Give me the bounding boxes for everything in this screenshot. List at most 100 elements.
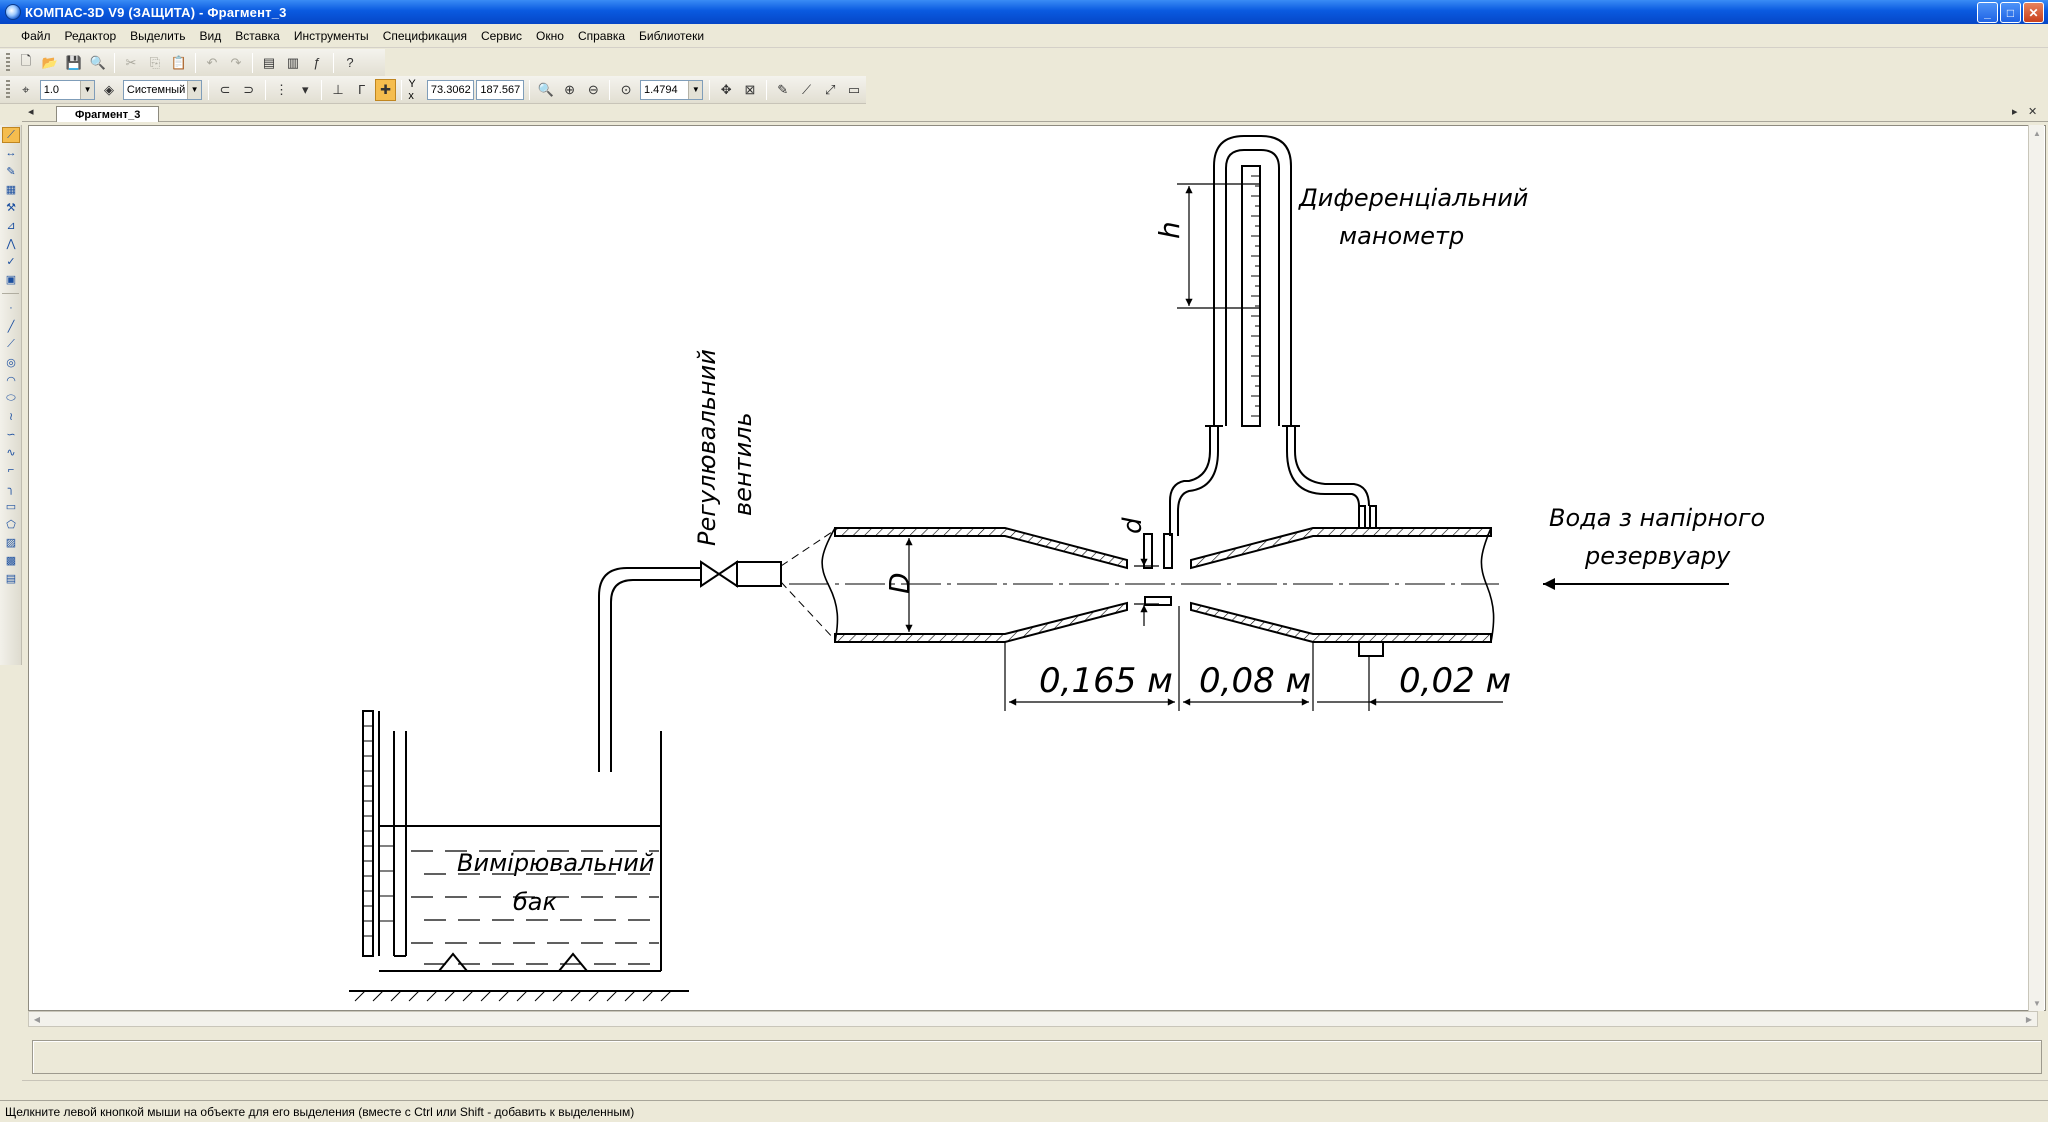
panel-strip xyxy=(22,1080,2048,1098)
save-icon[interactable]: 💾 xyxy=(65,54,83,70)
report-panel-icon[interactable]: ▣ xyxy=(5,273,17,286)
zoom-out-icon[interactable]: ⊖ xyxy=(587,81,599,97)
water-source-label-line2: резервуару xyxy=(1584,542,1731,570)
point-icon[interactable]: · xyxy=(9,302,13,314)
zoom-scale-icon[interactable]: ⊙ xyxy=(620,81,632,97)
parametrization-panel-icon[interactable]: ⚒ xyxy=(6,201,16,214)
arc-icon[interactable]: ◠ xyxy=(6,374,16,387)
new-document-icon[interactable]: 🗋 xyxy=(20,52,32,68)
toolbar-grip[interactable] xyxy=(6,52,10,73)
undo-icon[interactable]: ↶ xyxy=(206,54,218,70)
measure-panel-icon[interactable]: ⊿ xyxy=(6,219,16,232)
equidistant-icon[interactable]: ▩ xyxy=(5,554,17,567)
round-icon[interactable]: Γ xyxy=(358,82,366,97)
pan-icon[interactable]: ✥ xyxy=(720,81,732,97)
redo-icon[interactable]: ↷ xyxy=(230,54,242,70)
ellipse-icon[interactable]: ⬭ xyxy=(6,391,16,404)
refresh-icon[interactable]: ✎ xyxy=(777,81,789,97)
zoom-combo[interactable]: 1.4794▼ xyxy=(639,79,704,100)
scroll-down-icon[interactable]: ▼ xyxy=(2033,998,2041,1008)
rectangle-icon[interactable]: ▭ xyxy=(5,500,17,513)
copy-icon[interactable]: ⎘ xyxy=(149,54,161,70)
coordinates-label: Y x xyxy=(408,77,416,102)
title-bar: КОМПАС-3D V9 (ЗАЩИТА) - Фрагмент_3 _ □ ✕ xyxy=(0,0,2048,24)
menu-window[interactable]: Окно xyxy=(536,28,564,43)
help-pointer-icon[interactable]: ? xyxy=(346,55,354,70)
tab-close-icon[interactable]: ✕ xyxy=(2028,106,2038,118)
manometer-scale xyxy=(1251,175,1260,417)
tab-scroll-right-icon[interactable]: ▸ xyxy=(2012,106,2018,118)
menu-libraries[interactable]: Библиотеки xyxy=(639,28,705,43)
menu-service[interactable]: Сервис xyxy=(480,28,523,43)
geometry-panel-icon[interactable]: ⟋ xyxy=(2,127,20,143)
vertical-scrollbar[interactable]: ▲ ▼ xyxy=(2028,125,2044,1011)
menu-editor[interactable]: Редактор xyxy=(64,28,117,43)
standard-toolbar: 🗋 📂 💾 🔍 ✂ ⎘ 📋 ↶ ↷ ▤ ▥ ƒ ? xyxy=(0,49,385,77)
edit-panel-icon[interactable]: ▦ xyxy=(5,183,17,196)
previous-view-icon[interactable]: ⤢ xyxy=(825,81,836,97)
drawing-canvas[interactable]: h d D 0,165 м 0,08 м 0,02 м xyxy=(28,125,2046,1011)
segment-icon[interactable]: ⟋ xyxy=(7,337,15,350)
fillet-icon[interactable]: ╮ xyxy=(7,482,15,495)
orthogonal-icon[interactable]: ⊥ xyxy=(332,81,344,97)
cut-icon[interactable]: ✂ xyxy=(125,54,137,70)
layer-state-combo[interactable]: Системный▼ xyxy=(122,79,203,100)
zoom-in-icon[interactable]: ⊕ xyxy=(564,81,576,97)
dimensions-panel-icon[interactable]: ↔ xyxy=(5,147,17,159)
magnet-icon[interactable]: ⊂ xyxy=(219,81,231,97)
maximize-button[interactable]: □ xyxy=(2000,2,2021,23)
display-icon[interactable]: ▭ xyxy=(847,81,861,97)
grid-dropdown-icon[interactable]: ▾ xyxy=(301,81,309,97)
dimension-h-label: h xyxy=(1153,221,1186,239)
show-all-icon[interactable]: ⊠ xyxy=(744,81,756,97)
hatch-icon[interactable]: ▨ xyxy=(5,536,17,549)
paste-icon[interactable]: 📋 xyxy=(170,54,188,70)
close-button[interactable]: ✕ xyxy=(2023,2,2044,23)
circle-icon[interactable]: ◎ xyxy=(6,356,16,369)
select-panel-icon[interactable]: ⋀ xyxy=(6,237,16,250)
scroll-right-icon[interactable]: ▶ xyxy=(2025,1014,2033,1024)
menu-help[interactable]: Справка xyxy=(577,28,626,43)
library-icon[interactable]: ▥ xyxy=(286,54,300,70)
auxiliary-line-icon[interactable]: ╱ xyxy=(7,320,15,333)
menu-select[interactable]: Выделить xyxy=(130,28,186,43)
toolbar-grip[interactable] xyxy=(6,79,10,100)
chevron-down-icon[interactable]: ▼ xyxy=(688,80,703,99)
menu-specification[interactable]: Спецификация xyxy=(382,28,467,43)
zoom-window-icon[interactable]: 🔍 xyxy=(537,81,554,97)
scroll-up-icon[interactable]: ▲ xyxy=(2033,128,2041,138)
horizontal-scrollbar[interactable]: ◀ ▶ xyxy=(28,1011,2038,1027)
y-coordinate-field[interactable]: 187.567 xyxy=(476,79,524,100)
scale-combo[interactable]: 1.0▼ xyxy=(39,79,96,100)
chevron-down-icon[interactable]: ▼ xyxy=(187,80,202,99)
local-cs-icon[interactable]: ⌖ xyxy=(22,81,30,97)
bezier-icon[interactable]: ∿ xyxy=(6,446,16,459)
tab-scroll-left-icon[interactable]: ◂ xyxy=(28,106,34,118)
open-icon[interactable]: 📂 xyxy=(41,54,59,70)
cursor-snap-icon[interactable]: ✚ xyxy=(374,78,397,101)
manometer-label-line1: Диференціальний xyxy=(1298,184,1528,212)
print-preview-icon[interactable]: 🔍 xyxy=(89,54,107,70)
contour-icon[interactable]: ⬠ xyxy=(6,518,16,531)
scroll-left-icon[interactable]: ◀ xyxy=(33,1014,41,1024)
menu-tools[interactable]: Инструменты xyxy=(293,28,369,43)
manager-icon[interactable]: ▤ xyxy=(262,54,276,70)
menu-insert[interactable]: Вставка xyxy=(235,28,280,43)
spec-panel-icon[interactable]: ✓ xyxy=(6,255,16,268)
variables-icon[interactable]: ƒ xyxy=(313,55,321,70)
symbols-panel-icon[interactable]: ✎ xyxy=(6,165,16,178)
minimize-button[interactable]: _ xyxy=(1977,2,1998,23)
menu-file[interactable]: Файл xyxy=(21,28,51,43)
layer-icon[interactable]: ◈ xyxy=(104,81,115,97)
grid-icon[interactable]: ⋮ xyxy=(274,81,288,97)
chamfer-icon[interactable]: ⌐ xyxy=(7,464,15,476)
collect-contour-icon[interactable]: ▤ xyxy=(5,572,17,585)
menu-view[interactable]: Вид xyxy=(199,28,222,43)
snap-magnet-icon[interactable]: ⊃ xyxy=(243,81,255,97)
x-coordinate-field[interactable]: 73.3062 xyxy=(426,79,475,100)
chevron-down-icon[interactable]: ▼ xyxy=(80,80,95,99)
spline-icon[interactable]: ∽ xyxy=(6,428,16,441)
polyline-icon[interactable]: ≀ xyxy=(8,410,14,423)
redraw-icon[interactable]: ⟋ xyxy=(801,81,812,97)
tab-fragment-3[interactable]: Фрагмент_3 xyxy=(56,106,160,122)
